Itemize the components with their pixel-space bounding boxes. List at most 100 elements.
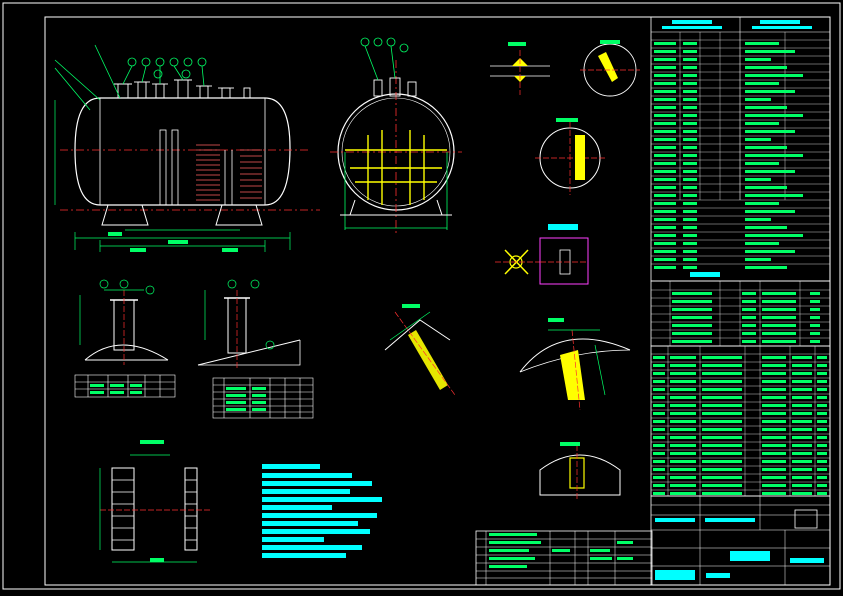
table-cell-text <box>702 476 742 479</box>
table-cell-text <box>745 90 795 93</box>
table-cell-text <box>817 436 827 439</box>
table-cell-text <box>670 380 696 383</box>
parts-list-table <box>650 345 831 497</box>
table-cell-text <box>745 170 795 173</box>
table-cell-text <box>654 242 676 245</box>
table-cell-text <box>670 412 696 415</box>
table-cell-text <box>654 162 676 165</box>
table-cell-text <box>654 226 676 229</box>
table-cell-text <box>792 468 812 471</box>
table-cell-text <box>745 138 771 141</box>
table-cell-text <box>792 484 812 487</box>
table-cell-text <box>683 42 697 45</box>
table-cell-text <box>683 154 697 157</box>
table-cell-text <box>817 476 827 479</box>
table-cell-text <box>653 460 665 463</box>
table-cell-text <box>702 404 742 407</box>
table-cell-text <box>654 90 676 93</box>
table-cell-text <box>792 444 812 447</box>
table-cell-text <box>745 50 795 53</box>
table-cell-text <box>702 372 742 375</box>
table-cell-text <box>762 444 786 447</box>
bottom-parts-list <box>475 530 653 586</box>
table-cell-text <box>654 194 676 197</box>
table-cell-text <box>762 412 786 415</box>
table-cell-text <box>745 202 779 205</box>
table-cell-text <box>762 484 786 487</box>
table-cell-text <box>653 476 665 479</box>
title-block <box>650 495 831 586</box>
nozzle-detail-a <box>74 279 176 398</box>
table-cell-text <box>654 82 676 85</box>
table-cell-text <box>810 316 820 319</box>
table-cell-text <box>683 242 697 245</box>
table-cell-text <box>672 324 712 327</box>
table-cell-text <box>683 250 697 253</box>
table-cell-text <box>653 412 665 415</box>
table-cell-text <box>654 138 676 141</box>
ladder-detail <box>99 440 210 563</box>
table-cell-text <box>683 58 697 61</box>
table-cell-text <box>670 468 696 471</box>
table-cell-text <box>702 492 742 495</box>
table-cell-text <box>654 58 676 61</box>
table-cell-text <box>745 146 787 149</box>
table-cell-text <box>653 444 665 447</box>
table-cell-text <box>702 436 742 439</box>
table-cell-text <box>745 82 779 85</box>
table-cell-text <box>653 380 665 383</box>
table-cell-text <box>792 388 812 391</box>
vessel-end-view-with-internals <box>330 37 462 235</box>
table-cell-text <box>670 452 696 455</box>
table-cell-text <box>762 380 786 383</box>
table-cell-text <box>742 332 756 335</box>
table-cell-text <box>683 162 697 165</box>
table-cell-text <box>702 420 742 423</box>
table-cell-text <box>670 444 696 447</box>
table-cell-text <box>762 460 786 463</box>
table-cell-text <box>810 292 820 295</box>
table-cell-text <box>817 396 827 399</box>
table-cell-text <box>745 98 771 101</box>
table-cell-text <box>817 444 827 447</box>
table-cell-text <box>745 242 779 245</box>
table-cell-text <box>810 300 820 303</box>
table-cell-text <box>745 106 787 109</box>
table-cell-text <box>654 74 676 77</box>
table-cell-text <box>683 82 697 85</box>
table-cell-text <box>817 460 827 463</box>
table-cell-text <box>670 476 696 479</box>
table-cell-text <box>654 42 676 45</box>
table-cell-text <box>745 226 787 229</box>
table-cell-text <box>745 194 803 197</box>
table-cell-text <box>745 162 779 165</box>
table-cell-text <box>670 484 696 487</box>
table-cell-text <box>654 66 676 69</box>
table-cell-text <box>683 130 697 133</box>
table-cell-text <box>672 332 712 335</box>
table-cell-text <box>683 186 697 189</box>
table-cell-text <box>654 98 676 101</box>
table-cell-text <box>653 468 665 471</box>
weld-detail-2 <box>580 40 640 97</box>
table-cell-text <box>792 476 812 479</box>
table-cell-text <box>817 364 827 367</box>
table-cell-text <box>792 356 812 359</box>
table-cell-text <box>654 266 676 269</box>
table-cell-text <box>654 234 676 237</box>
table-cell-text <box>683 170 697 173</box>
table-cell-text <box>745 186 787 189</box>
table-cell-text <box>817 412 827 415</box>
company-logo-icon <box>794 509 818 529</box>
table-cell-text <box>745 58 771 61</box>
inner-frame <box>44 16 831 586</box>
table-cell-text <box>654 170 676 173</box>
table-cell-text <box>762 404 786 407</box>
table-cell-text <box>762 308 796 311</box>
table-cell-text <box>792 420 812 423</box>
bottom-fitting-detail <box>539 442 621 500</box>
table-cell-text <box>683 146 697 149</box>
table-cell-text <box>762 332 796 335</box>
table-cell-text <box>683 202 697 205</box>
